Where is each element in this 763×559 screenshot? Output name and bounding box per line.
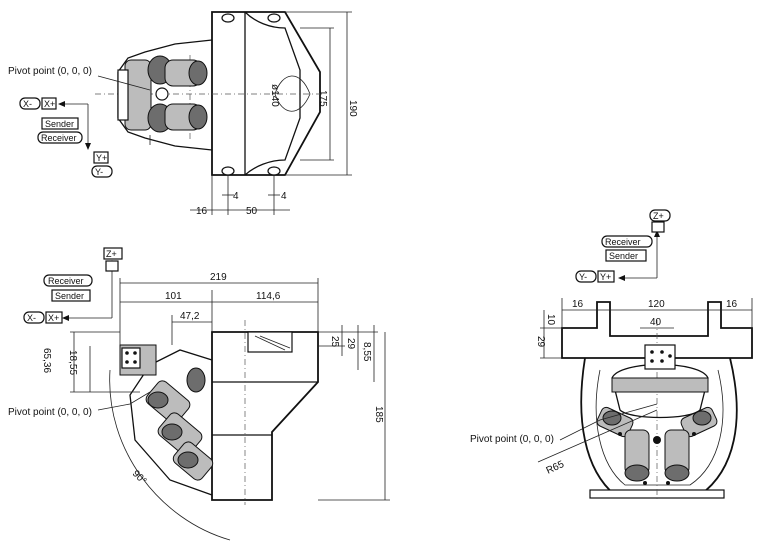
front-z-pos-box [649, 209, 671, 222]
side-housing-outline [211, 331, 319, 501]
side-dim-29: 29 [345, 338, 356, 350]
top-dim-dia: ø140 [269, 84, 280, 107]
side-dim-185: 185 [373, 406, 384, 423]
top-coordinate-system: X+ X- Sender Receiver Y+ Y- [19, 97, 113, 178]
side-pivot-leader [97, 391, 151, 411]
side-receiver-label: Receiver [48, 276, 84, 286]
side-x-neg-pill [23, 311, 45, 324]
side-z-pos-label: Z+ [106, 249, 117, 259]
front-sender-label: Sender [609, 251, 638, 261]
front-sender-box [605, 249, 647, 262]
side-sender-label: Sender [55, 291, 84, 301]
top-sender-box [41, 117, 79, 130]
top-pivot-leader [97, 75, 151, 91]
top-sender-label: Sender [45, 119, 74, 129]
side-pivot-label: Pivot point (0, 0, 0) [8, 407, 92, 418]
front-receiver-label: Receiver [605, 237, 641, 247]
front-z-pos-label: Z+ [653, 211, 664, 221]
side-dim-47: 47,2 [180, 311, 200, 322]
top-x-neg-label: X- [23, 99, 32, 109]
top-y-neg-label: Y- [95, 167, 103, 177]
side-dimensions: 219 101 114,6 47,2 25 29 8,55 185 65,36 … [41, 272, 390, 501]
top-dim-edge: 16 [196, 206, 208, 217]
top-pivot-label: Pivot point (0, 0, 0) [8, 66, 92, 77]
front-dim-height: 29 [535, 336, 546, 348]
top-view: Pivot point (0, 0, 0) X+ X- Sender Recei… [8, 11, 358, 217]
front-dim-slot: 40 [650, 317, 662, 328]
front-y-pos-box [597, 270, 615, 283]
side-dim-114: 114,6 [256, 291, 281, 302]
front-flange [561, 301, 753, 359]
side-dim-101: 101 [165, 291, 182, 302]
side-coordinate-system: Z+ Receiver Sender X+ X- [23, 247, 123, 324]
side-slot [247, 331, 293, 353]
top-y-neg-pill [91, 165, 113, 178]
front-y-pos-label: Y+ [600, 272, 611, 282]
top-mount-holes [221, 13, 281, 176]
side-view: 90° Pivot point (0, 0, 0) Z+ Receiver Se… [8, 247, 390, 541]
front-dim-radius: R65 [545, 459, 567, 477]
front-dim-width: 120 [648, 299, 665, 310]
side-x-neg-label: X- [27, 313, 36, 323]
side-motor-assembly [119, 344, 214, 496]
side-dim-18: 18,55 [67, 350, 78, 375]
side-arc [109, 369, 231, 541]
front-view: Pivot point (0, 0, 0) R65 Z+ Receiver Se… [470, 209, 753, 500]
front-receiver-pill [601, 235, 653, 248]
top-dome [274, 75, 311, 112]
front-y-neg-pill [575, 270, 597, 283]
front-y-neg-label: Y- [579, 272, 587, 282]
side-x-pos-box [45, 311, 63, 324]
top-dim-gap-a: 4 [233, 191, 239, 202]
side-sender-box [51, 289, 91, 302]
top-dim-overall: 190 [347, 100, 358, 117]
top-x-neg-pill [19, 97, 41, 110]
side-dim-total: 219 [210, 272, 227, 283]
top-y-pos-label: Y+ [96, 153, 107, 163]
side-dim-25: 25 [329, 336, 340, 348]
side-dim-8: 8,55 [361, 342, 372, 362]
front-end-effector [611, 344, 709, 419]
front-pivot-leader [559, 403, 658, 441]
top-dim-gap-b: 4 [281, 191, 287, 202]
front-dim-left: 16 [572, 299, 584, 310]
top-receiver-pill [37, 131, 83, 144]
top-dim-span: 50 [246, 206, 258, 217]
front-dim-right: 16 [726, 299, 738, 310]
side-receiver-pill [43, 274, 93, 287]
side-angle: 90° [130, 468, 148, 486]
top-x-pos-label: X+ [44, 99, 55, 109]
front-pivot-label: Pivot point (0, 0, 0) [470, 434, 554, 445]
side-dim-65: 65,36 [41, 348, 52, 373]
top-dim-inner: 175 [317, 90, 328, 107]
front-dim-top: 10 [545, 314, 556, 326]
top-motor-assembly [117, 39, 213, 151]
side-x-pos-label: X+ [48, 313, 59, 323]
top-y-pos-box [93, 151, 109, 164]
top-dimensions: 190 175 ø140 16 50 4 4 [190, 11, 358, 217]
side-z-pos-box [103, 247, 123, 260]
top-housing-outline [211, 11, 321, 176]
top-receiver-label: Receiver [41, 133, 77, 143]
front-dimensions: 16 120 16 40 10 29 [535, 298, 753, 359]
top-x-pos-box [41, 97, 57, 110]
front-coordinate-system: Z+ Receiver Sender Y+ Y- [575, 209, 671, 283]
front-motors [596, 406, 718, 485]
